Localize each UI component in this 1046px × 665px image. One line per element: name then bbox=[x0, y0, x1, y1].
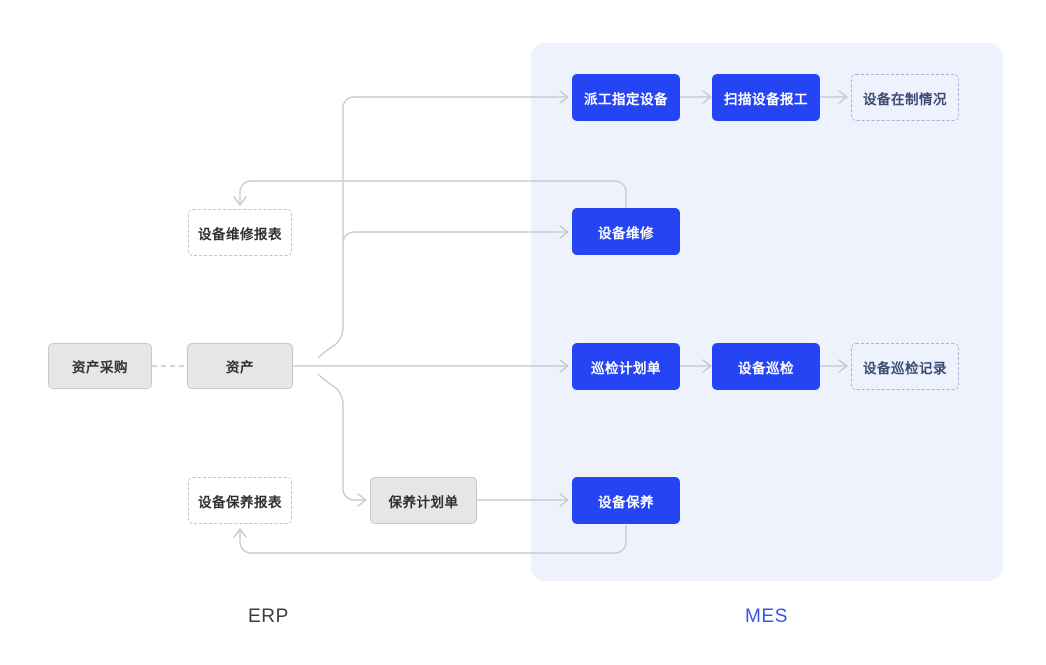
arrow-into-maintain-plan bbox=[357, 493, 367, 507]
node-repair-report-label: 设备维修报表 bbox=[198, 226, 282, 242]
node-inspection-plan-label: 巡检计划单 bbox=[591, 360, 661, 376]
node-equipment-wip[interactable]: 设备在制情况 bbox=[851, 74, 959, 121]
node-equipment-wip-label: 设备在制情况 bbox=[863, 91, 947, 107]
node-maintain-report-label: 设备保养报表 bbox=[198, 494, 282, 510]
node-asset-label: 资产 bbox=[226, 360, 254, 375]
node-maintain-plan[interactable]: 保养计划单 bbox=[370, 477, 477, 524]
node-maintain-report[interactable]: 设备保养报表 bbox=[188, 477, 292, 524]
arrow-into-repair-report bbox=[233, 196, 247, 206]
node-equipment-repair[interactable]: 设备维修 bbox=[572, 208, 680, 255]
wire-asset-to-maintain-plan bbox=[317, 373, 364, 501]
node-equipment-inspection[interactable]: 设备巡检 bbox=[712, 343, 820, 390]
node-dispatch-equipment-label: 派工指定设备 bbox=[584, 91, 668, 107]
caption-erp: ERP bbox=[248, 606, 289, 627]
node-equipment-maintain[interactable]: 设备保养 bbox=[572, 477, 680, 524]
node-asset-purchase[interactable]: 资产采购 bbox=[48, 343, 152, 389]
node-inspection-record[interactable]: 设备巡检记录 bbox=[851, 343, 959, 390]
node-asset[interactable]: 资产 bbox=[187, 343, 293, 389]
caption-mes: MES bbox=[745, 606, 788, 627]
node-scan-equipment-report-label: 扫描设备报工 bbox=[724, 91, 808, 107]
node-inspection-record-label: 设备巡检记录 bbox=[863, 360, 947, 376]
node-equipment-repair-label: 设备维修 bbox=[598, 225, 654, 241]
node-repair-report[interactable]: 设备维修报表 bbox=[188, 209, 292, 256]
node-asset-purchase-label: 资产采购 bbox=[72, 360, 128, 375]
node-dispatch-equipment[interactable]: 派工指定设备 bbox=[572, 74, 680, 121]
node-equipment-maintain-label: 设备保养 bbox=[598, 494, 654, 510]
node-equipment-inspection-label: 设备巡检 bbox=[738, 360, 794, 376]
arrow-into-maintain-report bbox=[233, 528, 247, 538]
node-maintain-plan-label: 保养计划单 bbox=[388, 494, 459, 510]
node-scan-equipment-report[interactable]: 扫描设备报工 bbox=[712, 74, 820, 121]
wire-asset-to-dispatch bbox=[317, 96, 566, 359]
node-inspection-plan[interactable]: 巡检计划单 bbox=[572, 343, 680, 390]
